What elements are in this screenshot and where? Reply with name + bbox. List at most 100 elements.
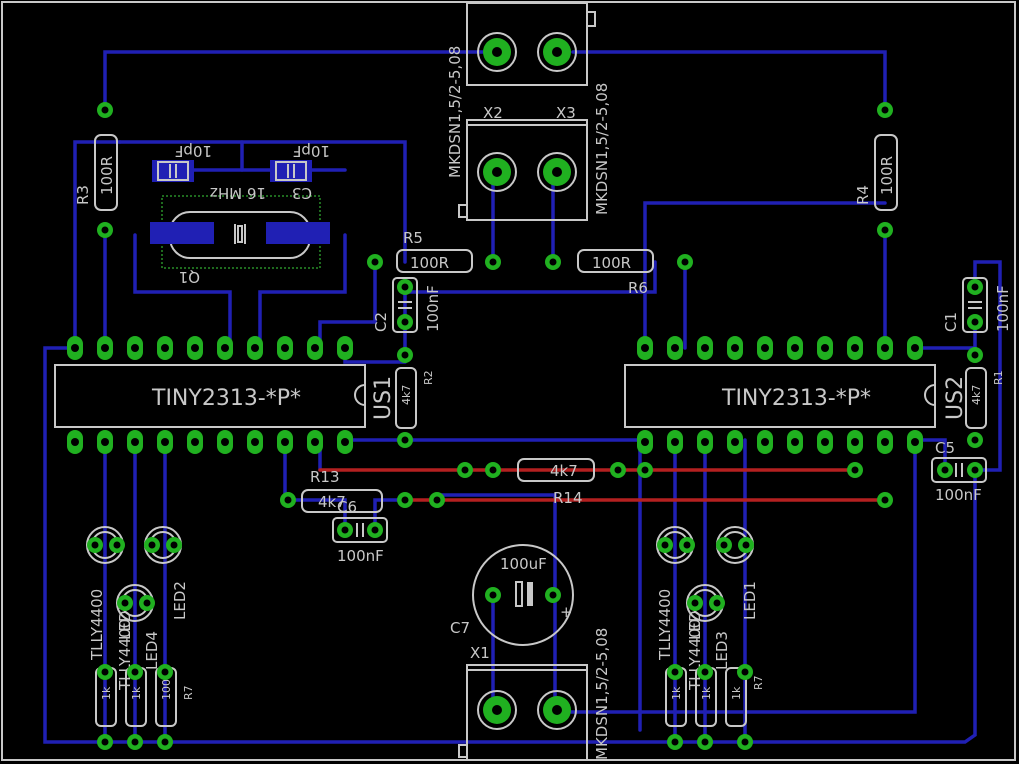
resistor-r1: 4k7 R1 bbox=[965, 367, 1005, 429]
r14-value: 4k7 bbox=[550, 462, 578, 480]
via-hole bbox=[489, 466, 497, 474]
round-pads bbox=[87, 102, 983, 750]
x2-label: X2 bbox=[483, 104, 503, 122]
capacitor-c1: 100nF C1 bbox=[942, 277, 1012, 333]
resistor-r13: 4k7 R13 bbox=[301, 468, 383, 513]
via-hole bbox=[741, 668, 749, 676]
capacitor-c6: C6 100nF bbox=[332, 498, 388, 565]
via-hole bbox=[741, 738, 749, 746]
c2-value: 100nF bbox=[424, 285, 442, 332]
r11-value: 1k bbox=[130, 686, 143, 700]
via-hole bbox=[881, 106, 889, 114]
resistor-r3: 100R R3 bbox=[74, 134, 118, 211]
r10-name: R7 bbox=[182, 685, 195, 700]
ic2-pad-top-hole bbox=[641, 344, 649, 352]
via-hole bbox=[131, 738, 139, 746]
via-hole bbox=[341, 526, 349, 534]
ic2-pad-top-hole bbox=[911, 344, 919, 352]
ic1-pad-top-hole bbox=[131, 344, 139, 352]
resistor-r5: 100R R5 bbox=[396, 229, 473, 273]
via-hole bbox=[489, 258, 497, 266]
c7-value: 100uF bbox=[500, 555, 547, 573]
r4-name: R4 bbox=[854, 185, 872, 205]
terminal-x1: X1 MKDSN1,5/2-5,08 bbox=[458, 628, 611, 761]
via-hole bbox=[971, 318, 979, 326]
terminal-x2-x3: X2 X3 MKDSN1,5/2-5,08 MKDSN1,5/2-5,08 bbox=[446, 2, 611, 221]
via-hole bbox=[131, 668, 139, 676]
r5-value: 100R bbox=[410, 254, 449, 272]
capacitor-c3: 10pF C3 bbox=[270, 142, 330, 202]
c5-value: 100nF bbox=[935, 486, 982, 504]
via-hole bbox=[371, 258, 379, 266]
ic1-pad-top-hole bbox=[341, 344, 349, 352]
via-hole bbox=[881, 226, 889, 234]
ic2-pad-top-hole bbox=[791, 344, 799, 352]
via-hole bbox=[113, 541, 121, 549]
r7-value: 1k bbox=[730, 686, 743, 700]
via-hole bbox=[161, 738, 169, 746]
c7-name: C7 bbox=[450, 619, 470, 637]
via-hole bbox=[401, 283, 409, 291]
c3-name: C3 bbox=[292, 184, 312, 202]
c7-plus: + bbox=[560, 603, 573, 621]
via-hole bbox=[881, 496, 889, 504]
ic1-pad-top-hole bbox=[101, 344, 109, 352]
via-hole bbox=[851, 466, 859, 474]
ic2-pad-top-hole bbox=[881, 344, 889, 352]
r1-value: 4k7 bbox=[970, 385, 983, 405]
led5-value: TLLY4400 bbox=[88, 589, 106, 661]
ic1-pad-top-hole bbox=[311, 344, 319, 352]
ic1-pad-top-hole bbox=[281, 344, 289, 352]
ic2-pad-bottom-hole bbox=[851, 438, 859, 446]
r5-name: R5 bbox=[403, 229, 423, 247]
led4-name: LED4 bbox=[143, 631, 161, 670]
via-hole bbox=[401, 496, 409, 504]
via-hole bbox=[661, 541, 669, 549]
via-hole bbox=[101, 668, 109, 676]
ic2-pad-bottom-hole bbox=[701, 438, 709, 446]
led2-name: LED2 bbox=[171, 581, 189, 620]
r6-name: R6 bbox=[628, 279, 648, 297]
x3-label: X3 bbox=[556, 104, 576, 122]
led3-name: LED3 bbox=[713, 631, 731, 670]
ic2-pad-top-hole bbox=[821, 344, 829, 352]
via-hole bbox=[671, 668, 679, 676]
ic2-pad-top-hole bbox=[671, 344, 679, 352]
via-hole bbox=[701, 738, 709, 746]
via-hole bbox=[971, 283, 979, 291]
r9-value: 1k bbox=[670, 686, 683, 700]
ic1-pad-bottom-hole bbox=[281, 438, 289, 446]
via-hole bbox=[401, 318, 409, 326]
ic2-pad-top-hole bbox=[761, 344, 769, 352]
c2-name: C2 bbox=[372, 312, 390, 332]
via-hole bbox=[148, 541, 156, 549]
ic2-pad-bottom-hole bbox=[761, 438, 769, 446]
c6-value: 100nF bbox=[337, 547, 384, 565]
resistor-r6: 100R R6 bbox=[577, 249, 654, 297]
ic2-pad-bottom-hole bbox=[881, 438, 889, 446]
ic2-pad-bottom-hole bbox=[641, 438, 649, 446]
ic1-pad-bottom-hole bbox=[251, 438, 259, 446]
r13-value: 4k7 bbox=[318, 493, 346, 511]
c3-value: 10pF bbox=[293, 142, 330, 160]
ic1-pad-bottom-hole bbox=[161, 438, 169, 446]
via-hole bbox=[401, 436, 409, 444]
resistors-bottom-right: 1k 1k 1k R7 bbox=[665, 667, 765, 727]
ic1-pad-top-hole bbox=[251, 344, 259, 352]
c4-value: 10pF bbox=[175, 142, 212, 160]
us2-name: US2 bbox=[943, 376, 968, 420]
ic1-pad-top-hole bbox=[71, 344, 79, 352]
resistor-r4: 100R R4 bbox=[854, 134, 898, 211]
ic-us2: TINY2313-*P* US2 bbox=[624, 364, 968, 428]
us1-value: TINY2313-*P* bbox=[151, 386, 301, 411]
via-hole bbox=[614, 466, 622, 474]
x1-value: MKDSN1,5/2-5,08 bbox=[593, 628, 611, 760]
x1-label: X1 bbox=[470, 644, 490, 662]
capacitor-c5: C5 100nF bbox=[931, 439, 987, 504]
ic2-pad-bottom-hole bbox=[821, 438, 829, 446]
ic1-pad-bottom-hole bbox=[101, 438, 109, 446]
r2-name: R2 bbox=[422, 370, 435, 385]
via-hole bbox=[433, 496, 441, 504]
via-hole bbox=[161, 668, 169, 676]
wire-layer bbox=[43, 50, 1002, 744]
